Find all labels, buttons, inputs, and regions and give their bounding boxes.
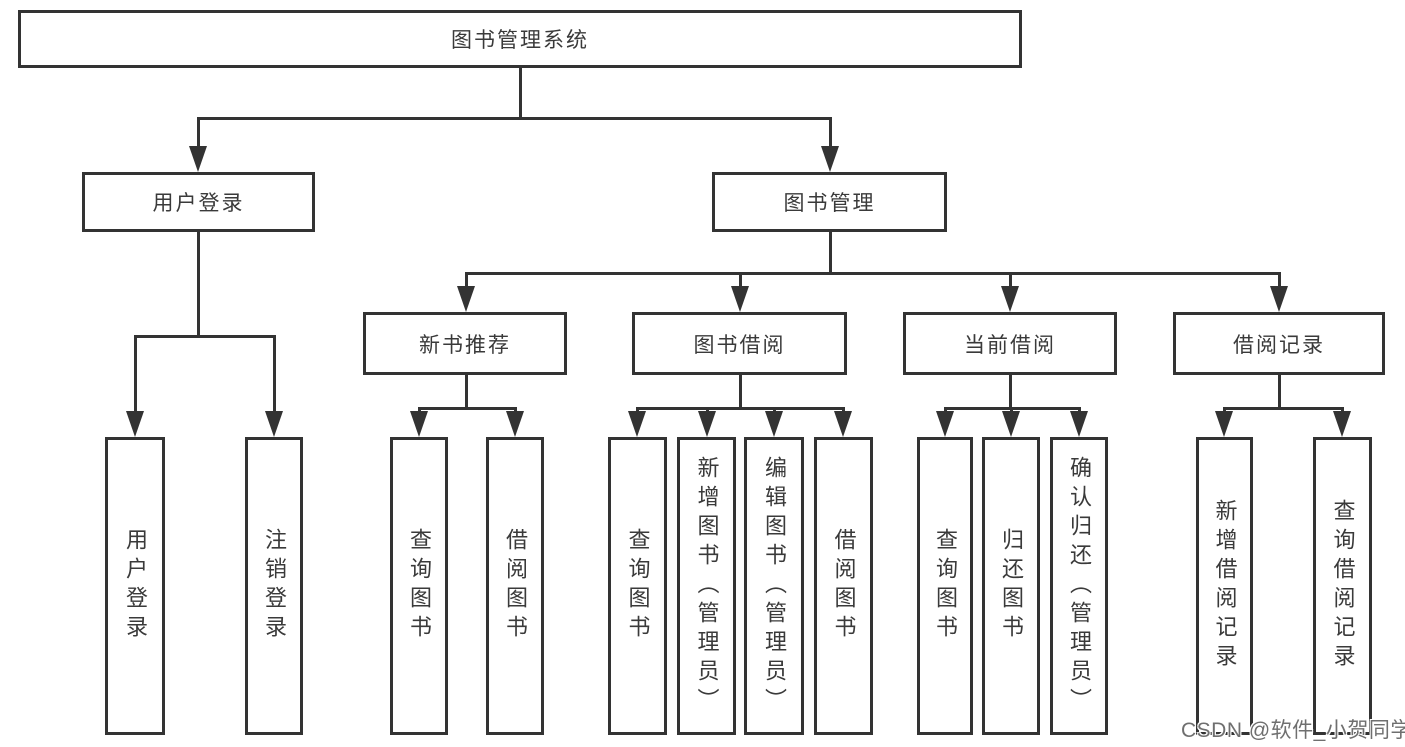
node-borrow-records-label: 借阅记录 (1233, 333, 1325, 357)
arrow-down-icon (506, 411, 524, 437)
leaf-query-books-borrow-label: 查询图书 (625, 528, 651, 644)
arrow-down-icon (1333, 411, 1351, 437)
connector-vline (1277, 272, 1281, 289)
arrow-down-icon (765, 411, 783, 437)
arrow-down-icon (1002, 411, 1020, 437)
node-book-borrow-label: 图书借阅 (693, 333, 786, 357)
connector-hline (464, 272, 1281, 275)
connector-vline (464, 375, 468, 410)
csdn-watermark: CSDN @软件_小贺同学 (1181, 719, 1405, 742)
leaf-borrow-books-recommend-label: 借阅图书 (503, 528, 528, 644)
arrow-down-icon (936, 411, 954, 437)
node-new-book-recommend: 新书推荐 (363, 312, 567, 375)
arrow-down-icon (265, 411, 283, 437)
connector-hline (1222, 407, 1344, 410)
node-book-management: 图书管理 (712, 172, 947, 232)
connector-vline (1008, 375, 1012, 410)
connector-hline (133, 335, 276, 338)
arrow-down-icon (1215, 411, 1233, 437)
connector-vline (943, 407, 947, 414)
leaf-confirm-return-admin: 确认归还（管理员） (1050, 437, 1108, 735)
leaf-edit-books-admin-label: 编辑图书（管理员） (762, 455, 787, 717)
node-root: 图书管理系统 (18, 10, 1022, 68)
leaf-query-borrow-record-label: 查询借阅记录 (1330, 499, 1356, 673)
connector-vline (841, 407, 845, 414)
arrow-down-icon (189, 146, 207, 172)
connector-vline (513, 407, 517, 414)
connector-hline (196, 117, 832, 120)
connector-vline (1008, 272, 1012, 289)
arrow-down-icon (126, 411, 144, 437)
connector-vline (1340, 407, 1344, 414)
node-book-management-label: 图书管理 (783, 192, 876, 215)
connector-hline (417, 407, 517, 410)
arrow-down-icon (821, 146, 839, 172)
connector-vline (464, 272, 468, 289)
node-current-borrow: 当前借阅 (903, 312, 1117, 375)
leaf-add-books-admin: 新增图书（管理员） (677, 437, 736, 735)
node-new-book-recommend-label: 新书推荐 (419, 333, 511, 357)
node-user-login: 用户登录 (82, 172, 315, 232)
connector-vline (828, 232, 832, 275)
leaf-query-books-current-label: 查询图书 (933, 528, 958, 644)
arrow-down-icon (1001, 286, 1019, 312)
node-user-login-label: 用户登录 (152, 192, 245, 215)
leaf-logout-label: 注销登录 (262, 528, 287, 644)
connector-vline (1277, 375, 1281, 410)
arrow-down-icon (698, 411, 716, 437)
node-book-borrow: 图书借阅 (632, 312, 847, 375)
node-borrow-records: 借阅记录 (1173, 312, 1385, 375)
arrow-down-icon (457, 286, 475, 312)
node-current-borrow-label: 当前借阅 (964, 333, 1056, 357)
leaf-borrow-books: 借阅图书 (814, 437, 873, 735)
connector-vline (635, 407, 639, 414)
leaf-user-login: 用户登录 (105, 437, 165, 735)
connector-vline (828, 117, 832, 149)
leaf-borrow-books-recommend: 借阅图书 (486, 437, 544, 735)
leaf-query-books-borrow: 查询图书 (608, 437, 667, 735)
arrow-down-icon (1070, 411, 1088, 437)
connector-hline (635, 407, 845, 410)
connector-vline (705, 407, 709, 414)
leaf-query-books-recommend: 查询图书 (390, 437, 448, 735)
arrow-down-icon (834, 411, 852, 437)
connector-vline (1222, 407, 1226, 414)
arrow-down-icon (410, 411, 428, 437)
arrow-down-icon (731, 286, 749, 312)
leaf-confirm-return-admin-label: 确认归还（管理员） (1067, 455, 1092, 717)
leaf-user-login-label: 用户登录 (123, 528, 148, 644)
leaf-query-borrow-record: 查询借阅记录 (1313, 437, 1372, 735)
leaf-query-books-current: 查询图书 (917, 437, 973, 735)
connector-vline (1077, 407, 1081, 414)
leaf-return-books: 归还图书 (982, 437, 1040, 735)
leaf-add-books-admin-label: 新增图书（管理员） (694, 455, 720, 717)
connector-vline (1009, 407, 1013, 414)
connector-vline (417, 407, 421, 414)
leaf-query-books-recommend-label: 查询图书 (407, 528, 432, 644)
arrow-down-icon (628, 411, 646, 437)
connector-vline (196, 232, 200, 338)
leaf-add-borrow-record-label: 新增借阅记录 (1212, 499, 1238, 673)
leaf-logout: 注销登录 (245, 437, 303, 735)
connector-vline (738, 272, 742, 289)
connector-vline (272, 335, 276, 414)
node-root-label: 图书管理系统 (451, 29, 589, 52)
leaf-edit-books-admin: 编辑图书（管理员） (744, 437, 804, 735)
connector-vline (196, 117, 200, 149)
connector-vline (772, 407, 776, 414)
arrow-down-icon (1270, 286, 1288, 312)
leaf-add-borrow-record: 新增借阅记录 (1196, 437, 1253, 735)
connector-vline (738, 375, 742, 410)
connector-vline (518, 68, 522, 120)
connector-vline (133, 335, 137, 414)
leaf-return-books-label: 归还图书 (999, 528, 1024, 644)
leaf-borrow-books-label: 借阅图书 (831, 528, 857, 644)
